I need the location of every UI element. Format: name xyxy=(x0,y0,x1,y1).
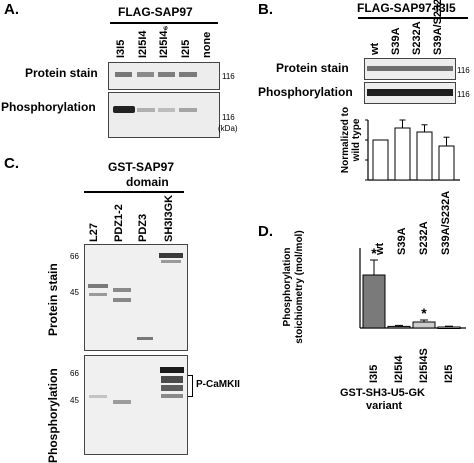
panel-a-lane-label: none xyxy=(201,31,213,58)
panel-c-row-label-phospho: Phosphorylation xyxy=(46,368,60,463)
panel-b-x-tick-label: S232A xyxy=(418,221,430,255)
panel-a-row-label-protein: Protein stain xyxy=(25,66,98,80)
panel-c-protein-band xyxy=(113,298,131,302)
panel-c-header-line2: domain xyxy=(126,175,169,189)
panel-b-phospho-band xyxy=(367,89,453,96)
panel-c-mw-66-bottom: 66 xyxy=(70,369,79,378)
panel-d-xlabel-line1: GST-SH3-U5-GK xyxy=(340,387,425,399)
panel-d-significance-star: * xyxy=(421,305,427,321)
panel-a-phospho-band xyxy=(158,108,175,112)
panel-b-mw-116-top: 116 xyxy=(457,66,470,75)
panel-c-phospho-band xyxy=(89,395,107,398)
panel-c-protein-band xyxy=(89,293,107,296)
panel-a-mw-116-top: 116 xyxy=(222,72,235,81)
panel-b-header-rule xyxy=(358,17,468,19)
panel-b-x-tick-label: wt xyxy=(374,242,386,255)
panel-b-ylabel: Normalized to wild type xyxy=(340,106,362,174)
panel-c-annotation: P-CaMKII xyxy=(196,379,240,390)
panel-a-phospho-blot xyxy=(108,92,220,138)
panel-c-phospho-band xyxy=(161,394,183,398)
panel-c-phospho-blot xyxy=(84,355,188,455)
panel-d-x-tick-label: I2I5 xyxy=(443,364,455,383)
panel-b-bar xyxy=(438,145,455,181)
panel-a-protein-band xyxy=(158,72,175,77)
panel-c-mw-66-top: 66 xyxy=(70,252,79,261)
panel-b-mw-116-bottom: 116 xyxy=(457,90,470,99)
panel-b-header: FLAG-SAP97-I3I5 xyxy=(357,1,456,15)
panel-b-row-label-phospho: Phosphorylation xyxy=(258,85,353,99)
panel-a-mw-unit: (kDa) xyxy=(218,124,238,133)
panel-c-protein-band xyxy=(113,288,131,292)
panel-c-lane-label: PDZ1-2 xyxy=(113,204,125,242)
panel-b-row-label-protein: Protein stain xyxy=(276,61,349,75)
panel-b-lane-label: S232A xyxy=(411,21,423,55)
panel-c-mw-45-top: 45 xyxy=(70,288,79,297)
panel-a-row-label-phospho: Phosphorylation xyxy=(1,100,96,114)
panel-c-protein-band xyxy=(159,253,183,258)
panel-c-header-rule xyxy=(84,191,184,193)
panel-d-x-tick-label: I2I5I4S xyxy=(418,348,430,383)
panel-a-header: FLAG-SAP97 xyxy=(118,5,193,19)
panel-d-letter: D. xyxy=(258,223,273,240)
panel-b-x-tick-label: S39A xyxy=(396,227,408,255)
panel-c-protein-band xyxy=(88,284,108,288)
panel-a-lane-label: I2I5I4₆ xyxy=(158,25,170,58)
panel-b-bar xyxy=(416,131,433,181)
panel-a-lane-label: I3I5 xyxy=(115,39,127,58)
panel-b-phospho-blot xyxy=(364,82,456,104)
panel-c-phospho-band xyxy=(161,376,183,383)
panel-c-letter: C. xyxy=(4,155,19,172)
panel-d-bar xyxy=(387,325,411,329)
panel-c-protein-blot xyxy=(84,244,188,351)
panel-d-bar-chart: ** xyxy=(359,245,466,329)
panel-c-protein-band xyxy=(137,337,153,340)
panel-a-protein-blot xyxy=(108,62,220,90)
panel-a-phospho-band xyxy=(137,108,155,112)
panel-c-lane-label: SH3I3GK xyxy=(163,194,175,242)
panel-a-header-rule xyxy=(110,22,218,24)
panel-c-mw-45-bottom: 45 xyxy=(70,396,79,405)
panel-a-lane-label: I2I5 xyxy=(180,39,192,58)
panel-b-lane-label: S39A xyxy=(390,27,402,55)
panel-d-ylabel: Phosphorylation stoichiometry (mol/mol) xyxy=(282,230,305,344)
panel-d-xlabel-line2: variant xyxy=(366,400,403,412)
panel-a-phospho-band xyxy=(113,106,135,113)
panel-d-bar xyxy=(437,326,461,329)
panel-b-bar xyxy=(394,127,411,181)
panel-c-protein-band xyxy=(161,260,181,263)
panel-b-bar xyxy=(372,139,389,181)
panel-d-x-tick-label: I3I5 xyxy=(368,364,380,383)
panel-b-lane-label: wt xyxy=(369,42,381,55)
panel-c-header-line1: GST-SAP97 xyxy=(108,160,175,174)
panel-d-bar xyxy=(412,321,436,329)
panel-c-phospho-band xyxy=(160,367,184,373)
panel-c-lane-label: L27 xyxy=(88,223,100,242)
panel-b-protein-blot xyxy=(364,58,456,80)
panel-d-bar xyxy=(362,274,386,329)
panel-a-lane-label: I2I5I4 xyxy=(137,30,149,58)
panel-a-protein-band xyxy=(115,72,132,77)
panel-a-protein-band xyxy=(137,72,154,77)
panel-b-protein-band xyxy=(367,66,453,71)
panel-b-x-tick-label: S39A/S232A xyxy=(440,190,452,255)
panel-b-bar-chart xyxy=(365,119,460,181)
panel-c-lane-label: PDZ3 xyxy=(137,213,149,242)
panel-d-x-tick-label: I2I5I4 xyxy=(393,355,405,383)
panel-a-protein-band xyxy=(179,72,197,77)
panel-c-row-label-protein: Protein stain xyxy=(46,263,60,336)
panel-b-lane-label: S39A/S232A xyxy=(432,0,444,55)
panel-c-phospho-band xyxy=(113,400,131,404)
panel-c-phospho-band xyxy=(161,385,183,391)
panel-d-significance-star: * xyxy=(371,245,377,261)
panel-a-mw-116-bottom: 116 xyxy=(222,113,235,122)
panel-a-letter: A. xyxy=(4,1,19,18)
panel-a-phospho-band xyxy=(179,108,197,112)
panel-b-letter: B. xyxy=(258,1,273,18)
panel-c-bracket xyxy=(188,375,193,397)
